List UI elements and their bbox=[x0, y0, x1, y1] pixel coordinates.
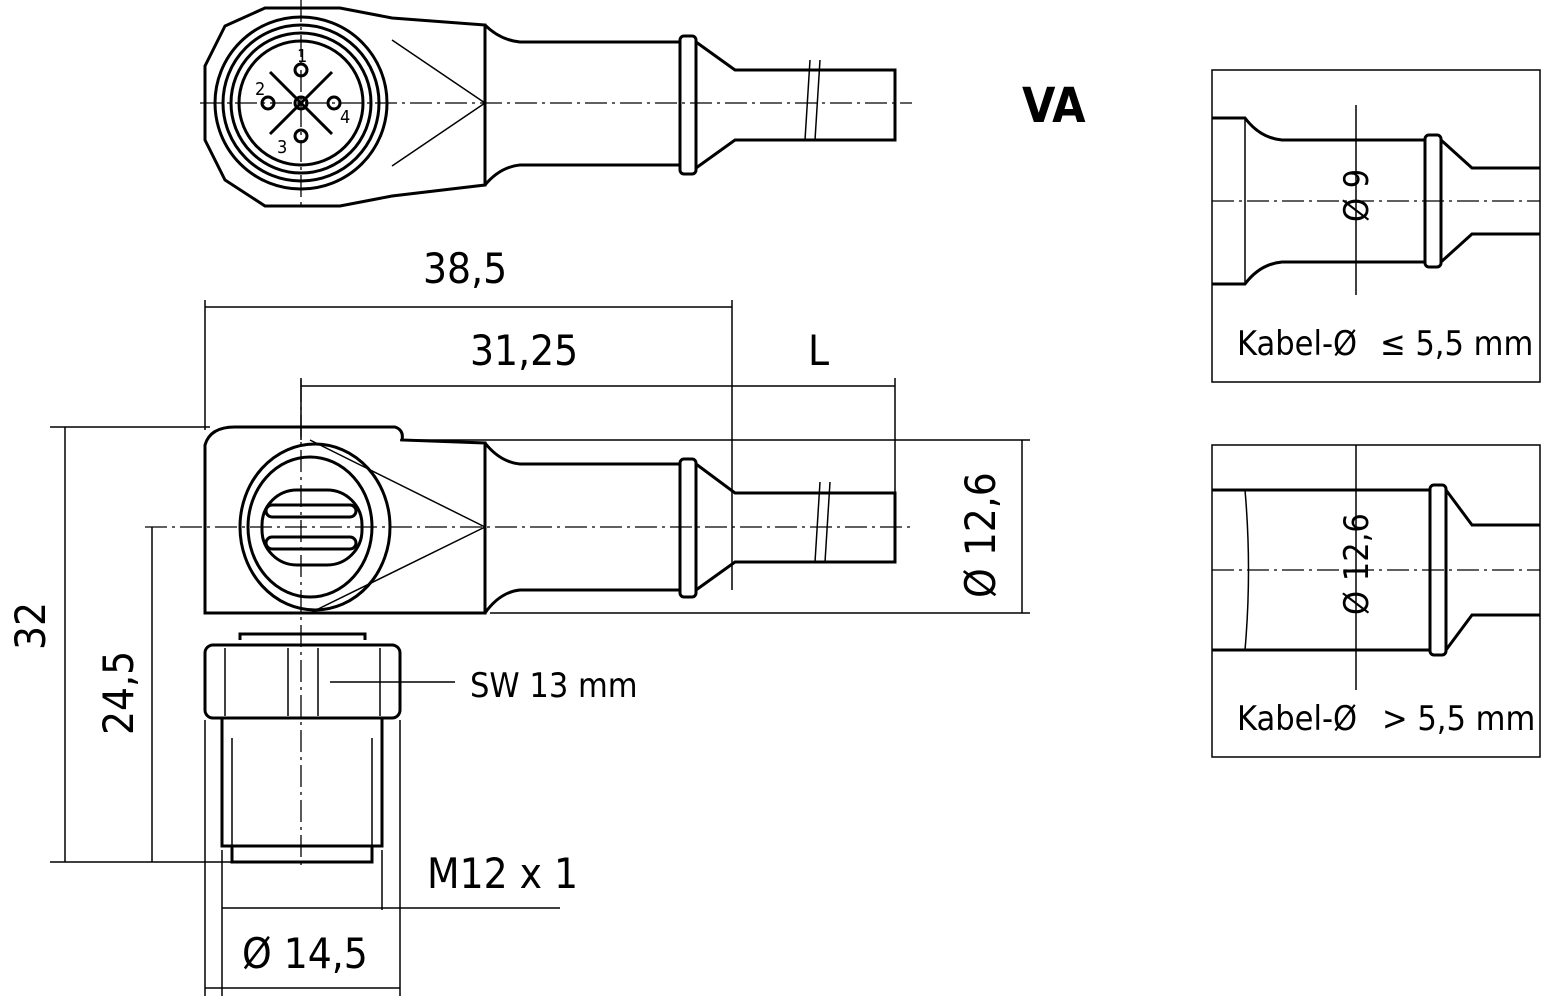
dim-height-total: 32 bbox=[6, 602, 55, 650]
wrench-size-label: SW 13 mm bbox=[470, 666, 638, 706]
thread-label: M12 x 1 bbox=[427, 849, 578, 898]
detail-large-diameter: Ø 12,6 bbox=[1337, 513, 1377, 615]
dim-nut-diameter: Ø 14,5 bbox=[242, 929, 368, 978]
dim-body-diameter: Ø 12,6 bbox=[956, 472, 1005, 598]
dim-overall-length: 38,5 bbox=[423, 244, 507, 293]
pin-label-2: 2 bbox=[255, 79, 265, 100]
dim-cable-length: L bbox=[808, 326, 829, 375]
dimension-lines bbox=[50, 300, 1030, 996]
pin-label-1: 1 bbox=[297, 46, 307, 67]
dim-body-length: 31,25 bbox=[470, 326, 578, 375]
detail-small-cable-label: Kabel-Ø bbox=[1237, 324, 1357, 364]
top-view: 1 2 3 4 bbox=[200, 0, 912, 210]
dim-height-axis: 24,5 bbox=[94, 651, 143, 735]
detail-small-cable-condition: ≤ 5,5 mm bbox=[1380, 324, 1533, 364]
pin-label-3: 3 bbox=[277, 137, 287, 158]
pin-label-4: 4 bbox=[340, 107, 350, 128]
variant-title: VA bbox=[1022, 78, 1086, 134]
detail-large-cable-condition: > 5,5 mm bbox=[1382, 699, 1535, 739]
detail-small-diameter: Ø 9 bbox=[1337, 169, 1377, 222]
detail-large-cable bbox=[1211, 444, 1541, 758]
detail-large-cable-label: Kabel-Ø bbox=[1237, 699, 1357, 739]
detail-small-cable bbox=[1211, 69, 1541, 383]
side-view bbox=[145, 380, 910, 870]
